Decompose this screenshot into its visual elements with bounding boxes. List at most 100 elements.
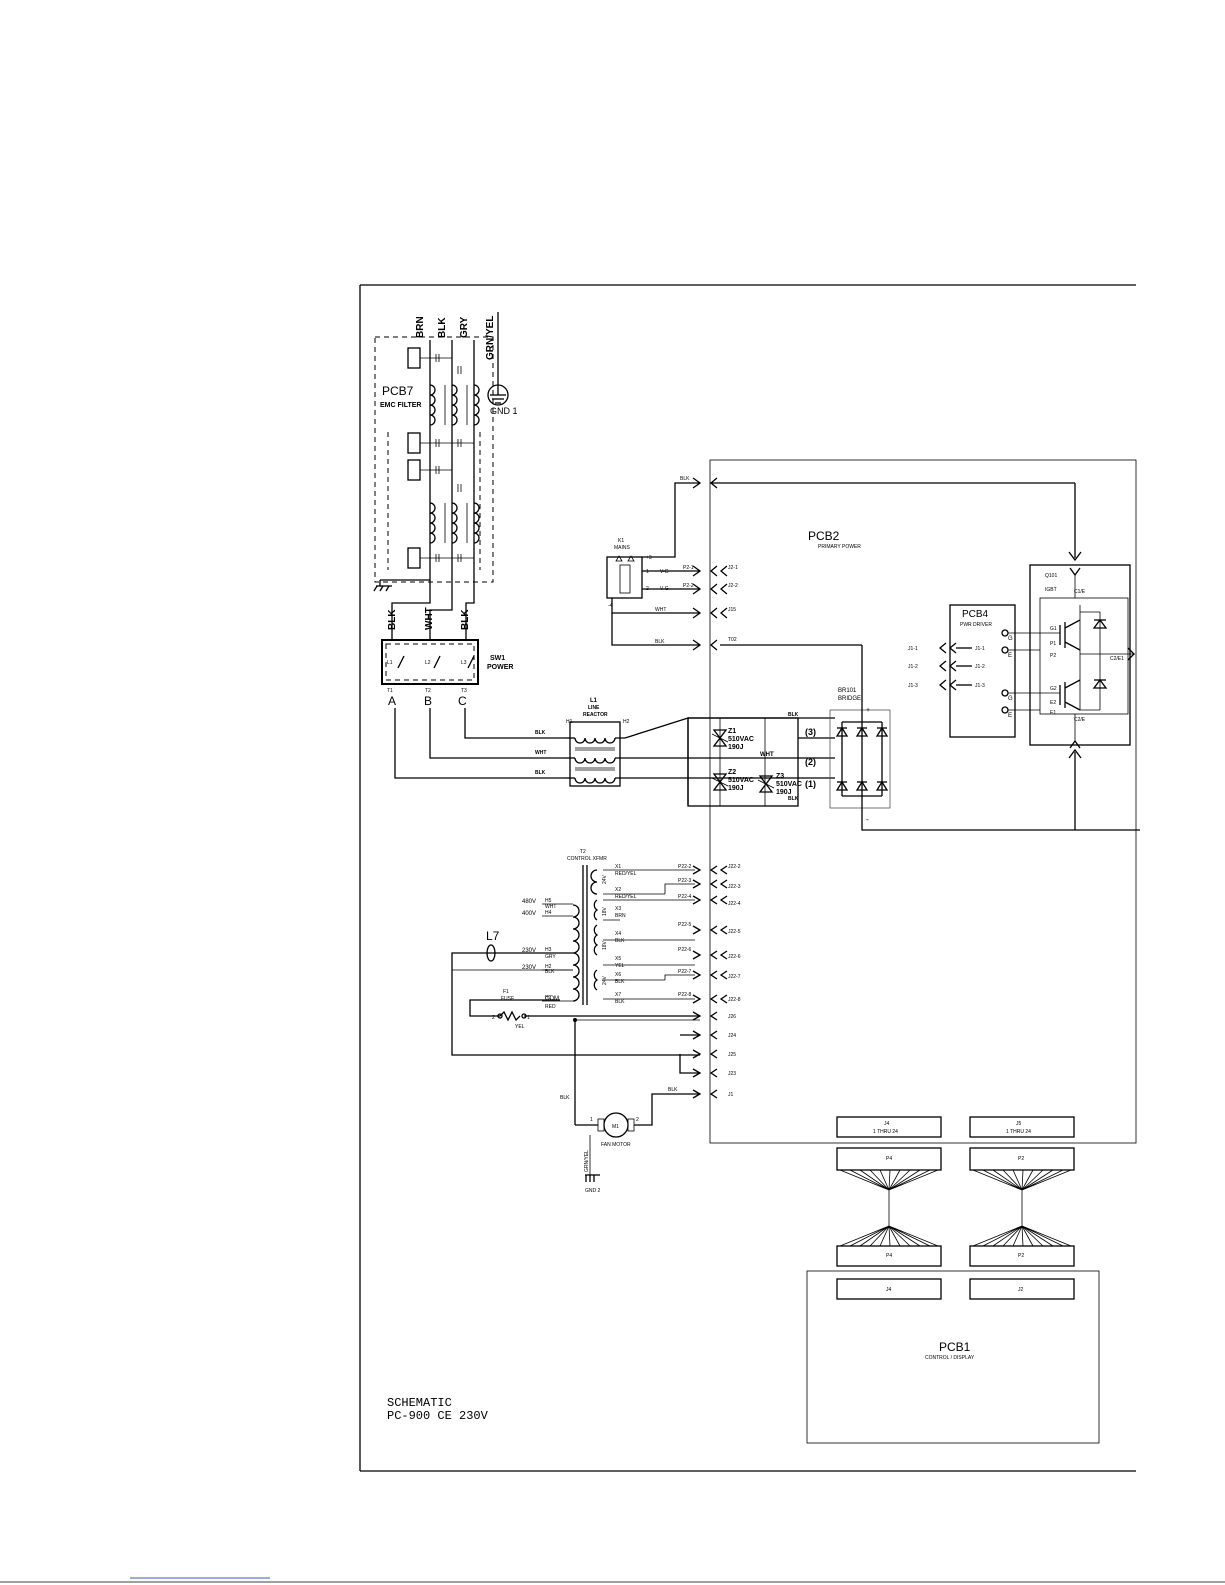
jack-j22-8: J22-8 bbox=[728, 997, 741, 1003]
plug-p22-3: P22-3 bbox=[678, 878, 692, 884]
q101-desc: IGBT bbox=[1045, 587, 1057, 593]
k1-pin-3: +3 bbox=[646, 555, 652, 561]
bridge-input-1: (1) bbox=[805, 779, 816, 789]
sw1-power-switch: L1 L2 L3 SW1 POWER T1 T2 T3 A B C bbox=[381, 639, 513, 708]
reactor-to-bridge-wires: BLK WHT BLK bbox=[615, 712, 835, 807]
q101-out: C2/E1 bbox=[1110, 656, 1124, 662]
pcb4-jack-2: J1-2 bbox=[975, 664, 985, 670]
plug-p2-1: P2-1 bbox=[683, 565, 694, 571]
t2-tap-h2: H2 bbox=[545, 964, 552, 970]
t2-name: T2 bbox=[580, 849, 586, 855]
title-line1: SCHEMATIC bbox=[387, 1396, 452, 1410]
t2-desc: CONTROL XFMR bbox=[567, 856, 607, 862]
ribbon-cables: J4 1 THRU 24 J5 1 THRU 24 P4 P2 P4 P2 bbox=[836, 1116, 1075, 1267]
m1-pin-1: 1 bbox=[590, 1117, 593, 1123]
q101-pin-e1: E1 bbox=[1050, 710, 1056, 716]
sw1-line-2: L2 bbox=[425, 660, 431, 666]
l1-desc2: REACTOR bbox=[583, 712, 608, 718]
pcb1-j4: J4 bbox=[886, 1287, 892, 1293]
wire-label-grn-yel: GRN/YEL bbox=[485, 316, 496, 360]
j22-labels: J22-2 J22-3 J22-4 J22-5 J22-6 J22-7 J22-… bbox=[728, 864, 741, 1098]
t2-tap-x6: X6 bbox=[615, 972, 621, 978]
br101-name: BR101 bbox=[838, 688, 857, 694]
t2-sec-v3: 18V bbox=[602, 940, 608, 950]
t2-control-transformer: T2 CONTROL XFMR 24V 18V 18V 24V 480V 400… bbox=[522, 849, 695, 1010]
wire-label-blk: BLK bbox=[437, 317, 448, 338]
t2-wire-wht: WHT bbox=[545, 904, 556, 910]
svg-text:E: E bbox=[1008, 653, 1012, 659]
k1-wire-blk-2: BLK bbox=[655, 639, 665, 645]
jack-j2-1: J2-1 bbox=[728, 565, 738, 571]
ribbon-p2b: P2 bbox=[1018, 1253, 1024, 1259]
m1-pin-2: 2 bbox=[636, 1117, 639, 1123]
bridge-in-wht: WHT bbox=[760, 752, 774, 758]
br101-neg: - bbox=[866, 815, 869, 824]
plug-p22-7: P22-7 bbox=[678, 969, 692, 975]
phase-a: A bbox=[388, 694, 396, 708]
t2-wire-red: RED bbox=[545, 1004, 556, 1010]
pcb4-jack-3-out: J1-3 bbox=[908, 683, 918, 689]
l7-label: L7 bbox=[486, 929, 500, 943]
reactor-in-wht: WHT bbox=[535, 750, 546, 756]
f1-pin-2: 2 bbox=[492, 1015, 495, 1021]
jack-j25: J25 bbox=[728, 1052, 736, 1058]
sw1-load-2: T2 bbox=[425, 688, 431, 694]
svg-text:G: G bbox=[1008, 636, 1013, 642]
j22-connector-arrows bbox=[692, 865, 728, 1099]
pcb1-name: PCB1 bbox=[939, 1340, 971, 1354]
jack-j2-2: J2-2 bbox=[728, 583, 738, 589]
ribbon-j5-desc: 1 THRU 24 bbox=[1006, 1129, 1031, 1135]
plug-p22-2: P22-2 bbox=[678, 864, 692, 870]
title-block: SCHEMATIC PC-900 CE 230V bbox=[387, 1396, 489, 1423]
plug-p2-2: P2-2 bbox=[683, 583, 694, 589]
bridge-input-3: (3) bbox=[805, 727, 816, 737]
l7-fuse-fan-circuit: L7 F1 FUSE 2 1 YEL BLK M1 FAN MOTOR 1 2 … bbox=[451, 929, 700, 1194]
m1-desc: FAN MOTOR bbox=[601, 1142, 631, 1148]
plug-p22-5: P22-5 bbox=[678, 922, 692, 928]
q101-bottom: C2/E bbox=[1074, 717, 1086, 723]
plug-p22-8: P22-8 bbox=[678, 992, 692, 998]
t2-pri-400: 400V bbox=[522, 911, 536, 917]
pcb2-desc: PRIMARY POWER bbox=[818, 544, 861, 550]
sw1-wire-blk-1: BLK bbox=[387, 609, 398, 630]
wire-label-brn: BRN bbox=[415, 316, 426, 338]
sw1-line-3: L3 bbox=[461, 660, 467, 666]
sw1-to-reactor-wires: BLK WHT BLK bbox=[394, 708, 565, 779]
reactor-in-blk-1: BLK bbox=[535, 730, 546, 736]
jack-j22-6: J22-6 bbox=[728, 954, 741, 960]
gnd2-label: GND 2 bbox=[585, 1188, 601, 1194]
l1-h1: H1 bbox=[566, 719, 573, 725]
pcb4-jack-3: J1-3 bbox=[975, 683, 985, 689]
fan-ground-wire: GRN/YEL bbox=[584, 1150, 590, 1172]
fan-wire-blk-2: BLK bbox=[668, 1087, 678, 1093]
f1-name: F1 bbox=[503, 989, 509, 995]
z3-energy: 190J bbox=[776, 789, 792, 796]
t2-wire-1: RED/YEL bbox=[615, 871, 637, 877]
jack-j23: J23 bbox=[728, 1071, 736, 1077]
jack-j22-5: J22-5 bbox=[728, 929, 741, 935]
l1-desc1: LINE bbox=[588, 705, 600, 711]
k1-pin-1: 1 bbox=[646, 569, 649, 575]
t2-tap-h1: H1 bbox=[545, 995, 552, 1001]
l1-h2: H2 bbox=[623, 719, 630, 725]
t2-tap-x4: X4 bbox=[615, 931, 621, 937]
bridge-in-blk-1: BLK bbox=[788, 712, 799, 718]
ground-gnd1: GND 1 bbox=[487, 384, 518, 416]
t2-tap-x2: X2 bbox=[615, 887, 621, 893]
z3-rating: 510VAC bbox=[776, 781, 802, 788]
sw1-wire-blk-2: BLK bbox=[460, 609, 471, 630]
k1-net-1: V-G bbox=[660, 569, 669, 575]
t2-wire-blk: BLK bbox=[545, 969, 555, 975]
jack-j1: J1 bbox=[728, 1092, 734, 1098]
sw1-load-1: T1 bbox=[387, 688, 393, 694]
t2-wire-5: YEL bbox=[615, 963, 625, 969]
jack-j15: J15 bbox=[728, 607, 736, 613]
f1-desc: FUSE bbox=[501, 996, 515, 1002]
pcb2-jack-arrows-top bbox=[709, 477, 728, 651]
title-line2: PC-900 CE 230V bbox=[387, 1409, 489, 1423]
br101-desc: BRIDGE bbox=[838, 696, 861, 702]
varistor-z3: Z3 510VAC 190J bbox=[757, 773, 802, 796]
sw1-line-1: L1 bbox=[387, 660, 393, 666]
t2-tap-x7: X7 bbox=[615, 992, 621, 998]
bridge-input-2: (2) bbox=[805, 757, 816, 767]
